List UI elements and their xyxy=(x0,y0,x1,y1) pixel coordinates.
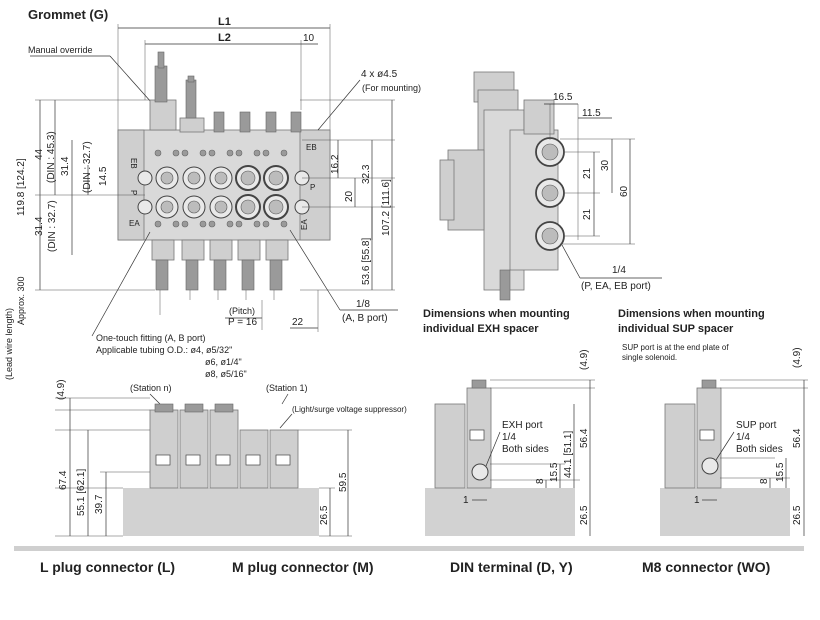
dim-44: 44 xyxy=(34,148,45,160)
front-dim-49: (4.9) xyxy=(56,379,67,400)
port-row-a xyxy=(155,194,289,220)
dim-1072: 107.2 [111.6] xyxy=(381,179,392,236)
tubing-label: Applicable tubing O.D.: ø4, ø5/32" xyxy=(96,345,232,355)
ab-port-label: (A, B port) xyxy=(342,313,388,324)
front-valves xyxy=(149,403,299,489)
ea-label-right: EA xyxy=(300,219,309,230)
end-port-size: 1/4 xyxy=(612,265,626,276)
dim-323: 32.3 xyxy=(361,164,372,184)
manual-override-label: Manual override xyxy=(28,45,93,55)
dim-31b: 31.4 xyxy=(34,216,45,236)
exh-dim-441: 44.1 [51.1] xyxy=(563,431,574,478)
mount-note: (For mounting) xyxy=(362,83,421,93)
station-1-label: (Station 1) xyxy=(266,383,308,393)
sup-dim-8: 8 xyxy=(759,478,770,484)
dim-115: 11.5 xyxy=(582,108,601,119)
dim-327a: (DIN : 32.7) xyxy=(82,141,93,193)
exh-port-size: 1/4 xyxy=(502,432,516,443)
dim-20: 20 xyxy=(344,190,355,202)
sup-view: Dimensions when mounting individual SUP … xyxy=(618,308,808,536)
footer-din: DIN terminal (D, Y) xyxy=(450,559,573,575)
sup-dim-564: 56.4 xyxy=(792,428,803,448)
exh-dim-49: (4.9) xyxy=(579,349,590,370)
front-view: (Station n) (Station 1) (Light/surge vol… xyxy=(55,379,407,537)
dim-l2: L2 xyxy=(218,32,231,44)
footer-bar xyxy=(14,546,804,551)
dim-30: 30 xyxy=(600,159,611,171)
exh-heading-2: individual EXH spacer xyxy=(423,323,539,335)
p-label-right: P xyxy=(310,183,315,192)
lead-wire-length: Approx. 300 xyxy=(16,276,26,325)
exh-port-sides: Both sides xyxy=(502,444,549,455)
sup-dim-265: 26.5 xyxy=(792,505,803,525)
sup-port-sides: Both sides xyxy=(736,444,783,455)
front-dim-265: 26.5 xyxy=(319,505,330,525)
end-view: 16.5 11.5 21 21 30 60 1/4 (P, EA, EB por… xyxy=(439,71,662,301)
end-port-label: (P, EA, EB port) xyxy=(581,281,651,292)
dim-536: 53.6 [55.8] xyxy=(361,238,372,285)
eb-label-right: EB xyxy=(306,143,317,152)
sup-dim-1: 1 xyxy=(694,495,700,506)
front-dim-595: 59.5 xyxy=(338,472,349,492)
dim-31a: 31.4 xyxy=(60,156,71,176)
dim-327b: (DIN : 32.7) xyxy=(47,200,58,252)
station-n-label: (Station n) xyxy=(130,383,172,393)
dim-22: 22 xyxy=(292,317,304,328)
dim-145: 14.5 xyxy=(98,166,109,186)
fitting-label: One-touch fitting (A, B port) xyxy=(96,333,206,343)
tubing-label-3: ø8, ø5/16" xyxy=(205,369,247,379)
dim-l1: L1 xyxy=(218,16,231,28)
sup-port-label: SUP port xyxy=(736,420,777,431)
dim-162: 16.2 xyxy=(330,154,341,174)
p-label-left: P xyxy=(129,190,138,195)
exh-dim-155: 15.5 xyxy=(549,462,560,482)
screw-row xyxy=(154,149,288,228)
sup-port-size: 1/4 xyxy=(736,432,750,443)
sup-heading-1: Dimensions when mounting xyxy=(618,308,765,320)
footer-m8: M8 connector (WO) xyxy=(642,559,770,575)
dim-165: 16.5 xyxy=(553,92,573,103)
dim-45: (DIN : 45.3) xyxy=(46,131,57,183)
dim-60: 60 xyxy=(619,185,630,197)
sup-note-1: SUP port is at the end plate of xyxy=(622,343,729,352)
front-dim-551: 55.1 [62.1] xyxy=(76,469,87,516)
exh-view: Dimensions when mounting individual EXH … xyxy=(423,308,595,536)
sup-dim-155: 15.5 xyxy=(775,462,786,482)
exh-heading-1: Dimensions when mounting xyxy=(423,308,570,320)
port-row-b xyxy=(155,165,289,191)
sup-note-2: single solenoid. xyxy=(622,353,677,362)
front-dim-674: 67.4 xyxy=(58,470,69,490)
dim-21b: 21 xyxy=(582,208,593,220)
footer-l-plug: L plug connector (L) xyxy=(40,559,175,575)
dim-21a: 21 xyxy=(582,167,593,179)
sup-heading-2: individual SUP spacer xyxy=(618,323,734,335)
drawing-title: Grommet (G) xyxy=(28,7,108,22)
pitch-label: (Pitch) xyxy=(229,306,255,316)
pitch-value: P = 16 xyxy=(228,317,257,328)
lead-wire-label: (Lead wire length) xyxy=(4,308,14,380)
end-ports xyxy=(535,137,565,251)
ea-label-left: EA xyxy=(129,219,140,228)
suppressor-label: (Light/surge voltage suppressor) xyxy=(292,405,407,414)
tubing-label-2: ø6, ø1/4" xyxy=(205,357,242,367)
eb-label-left: EB xyxy=(129,158,138,169)
mount-holes-label: 4 x ø4.5 xyxy=(361,69,398,80)
exh-dim-564: 56.4 xyxy=(579,428,590,448)
exh-dim-1: 1 xyxy=(463,495,469,506)
plan-view: L1 L2 10 Manual override EB P EA EB P EA xyxy=(4,16,421,380)
front-dim-397: 39.7 xyxy=(94,494,105,514)
footer-m-plug: M plug connector (M) xyxy=(232,559,374,575)
exh-dim-265: 26.5 xyxy=(579,505,590,525)
exh-dim-8: 8 xyxy=(535,478,546,484)
ab-port-size: 1/8 xyxy=(356,299,370,310)
sup-dim-49: (4.9) xyxy=(792,347,803,368)
dim-10: 10 xyxy=(303,33,315,44)
dim-119: 119.8 [124.2] xyxy=(16,158,27,216)
exh-port-label: EXH port xyxy=(502,420,543,431)
